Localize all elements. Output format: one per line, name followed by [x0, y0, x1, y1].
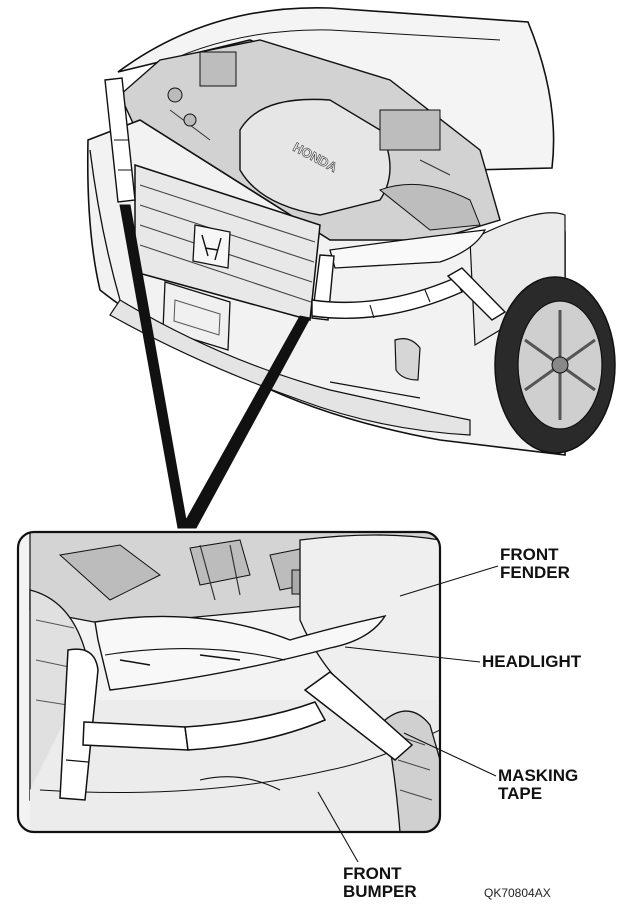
engine-cover — [239, 98, 391, 216]
leader-front-bumper — [317, 791, 359, 863]
label-front-bumper-line1: FRONT — [343, 864, 402, 883]
leader-lines — [317, 565, 499, 863]
label-masking-tape-line1: MASKING — [498, 766, 579, 785]
headlight-overview — [329, 229, 487, 269]
lower-bumper-overview — [109, 299, 471, 436]
inset-frame — [16, 530, 442, 834]
detail-inset — [16, 530, 442, 834]
figure-code: QK70804AX — [484, 886, 551, 900]
label-masking-tape: MASKING TAPE — [498, 767, 578, 803]
label-front-bumper-line2: BUMPER — [343, 882, 417, 901]
leader-headlight — [344, 646, 481, 663]
label-front-bumper: FRONT BUMPER — [343, 865, 417, 901]
front-wheel — [494, 276, 616, 454]
label-headlight: HEADLIGHT — [482, 653, 581, 671]
masking-tape-detail — [59, 648, 414, 801]
leader-front-fender — [399, 565, 499, 597]
leader-masking-tape — [403, 732, 497, 777]
label-masking-tape-line2: TAPE — [498, 784, 543, 803]
zoom-cone — [119, 204, 311, 529]
label-front-fender-line1: FRONT — [500, 545, 559, 564]
label-front-fender: FRONT FENDER — [500, 546, 570, 582]
masking-tape-overview — [104, 77, 507, 321]
label-headlight-text: HEADLIGHT — [482, 652, 582, 671]
headlight-detail — [94, 614, 387, 691]
label-front-fender-line2: FENDER — [500, 563, 570, 582]
vehicle-overview: HONDA — [86, 6, 616, 529]
